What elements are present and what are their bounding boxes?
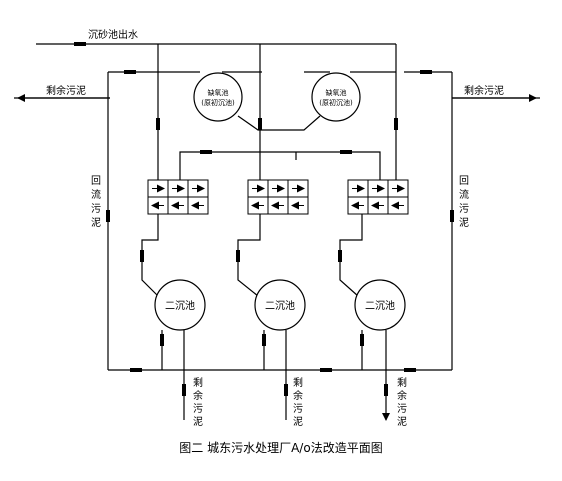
anoxic-tank-circle <box>311 72 361 122</box>
excess-sludge-label-right: 剩余污泥 <box>464 84 504 97</box>
return-sludge-label-left: 回 流 污 泥 <box>91 175 101 229</box>
valve <box>130 368 142 372</box>
valve <box>182 384 186 396</box>
valve <box>338 250 342 262</box>
label-char: 污 <box>193 403 203 415</box>
valve <box>124 70 136 74</box>
valve <box>360 334 364 346</box>
link-to-clarifier-2 <box>237 214 261 297</box>
valve <box>106 210 110 222</box>
clarifier-circle <box>254 279 306 331</box>
anoxic-interconnect <box>237 115 321 131</box>
aeration-tank-2 <box>247 179 309 215</box>
anoxic-tank-circle <box>193 72 243 122</box>
valve <box>200 150 212 154</box>
label-char: 流 <box>91 188 101 201</box>
return-line-right <box>404 71 453 370</box>
diagram-caption: 图二 城东污水处理厂A/o法改造平面图 <box>179 441 382 455</box>
aeration-tank-1 <box>147 179 209 215</box>
clarifier-circle <box>154 279 206 331</box>
valve <box>262 334 266 346</box>
anoxic-tank-label: 缺氧池 <box>208 88 229 97</box>
pipelines <box>14 43 540 420</box>
label-char: 余 <box>397 389 407 402</box>
label-char: 污 <box>459 203 469 215</box>
label-char: 剩 <box>293 376 303 389</box>
anoxic-tank-sublabel: (原初沉池) <box>201 98 235 107</box>
label-char: 余 <box>293 389 303 402</box>
label-char: 剩 <box>397 376 407 389</box>
valve <box>420 70 432 74</box>
label-char: 泥 <box>193 415 203 428</box>
valve <box>236 250 240 262</box>
aeration-distribution <box>179 151 381 180</box>
label-char: 余 <box>193 389 203 402</box>
valves <box>74 42 454 396</box>
excess-sludge-drops <box>183 330 386 420</box>
label-char: 污 <box>91 203 101 215</box>
inflow-branches <box>157 44 397 180</box>
valve <box>450 210 454 222</box>
valve <box>156 118 160 130</box>
inflow-label: 沉砂池出水 <box>88 28 138 41</box>
label-char: 污 <box>397 403 407 415</box>
label-char: 泥 <box>91 216 101 229</box>
label-char: 泥 <box>293 415 303 428</box>
valve <box>74 42 86 46</box>
label-char: 污 <box>293 403 303 415</box>
secondary-clarifier-1: 二沉池 <box>154 279 206 331</box>
anoxic-tank-right: 缺氧池 (原初沉池) <box>311 72 361 122</box>
valve <box>404 368 416 372</box>
return-sludge-label-right: 回 流 污 泥 <box>459 175 469 229</box>
valve <box>394 118 398 130</box>
clarifier-label: 二沉池 <box>165 299 195 312</box>
secondary-clarifier-2: 二沉池 <box>254 279 306 331</box>
label-char: 回 <box>459 175 469 187</box>
label-char: 流 <box>459 188 469 201</box>
aeration-tank-3 <box>347 179 409 215</box>
clarifier-circle <box>354 279 406 331</box>
valve <box>258 118 262 130</box>
label-char: 泥 <box>459 216 469 229</box>
return-line-left <box>107 71 158 370</box>
excess-sludge-vertical-3: 剩 余 污 泥 <box>397 376 407 428</box>
label-char: 泥 <box>397 415 407 428</box>
link-to-clarifier-1 <box>141 214 159 297</box>
excess-sludge-vertical-1: 剩 余 污 泥 <box>193 376 203 428</box>
clarifier-label: 二沉池 <box>365 299 395 312</box>
excess-sludge-label-left: 剩余污泥 <box>46 84 86 97</box>
valve <box>384 384 388 396</box>
valve <box>340 150 352 154</box>
link-to-clarifier-3 <box>339 214 363 297</box>
clarifier-label: 二沉池 <box>265 299 295 312</box>
valve <box>320 368 332 372</box>
anoxic-tank-left: 缺氧池 (原初沉池) <box>193 72 243 122</box>
secondary-clarifier-3: 二沉池 <box>354 279 406 331</box>
valve <box>284 384 288 396</box>
label-char: 回 <box>91 175 101 187</box>
anoxic-tank-label: 缺氧池 <box>326 88 347 97</box>
excess-sludge-vertical-2: 剩 余 污 泥 <box>293 376 303 428</box>
valve <box>160 334 164 346</box>
valve <box>140 250 144 262</box>
label-char: 剩 <box>193 376 203 389</box>
anoxic-tank-sublabel: (原初沉池) <box>319 98 353 107</box>
